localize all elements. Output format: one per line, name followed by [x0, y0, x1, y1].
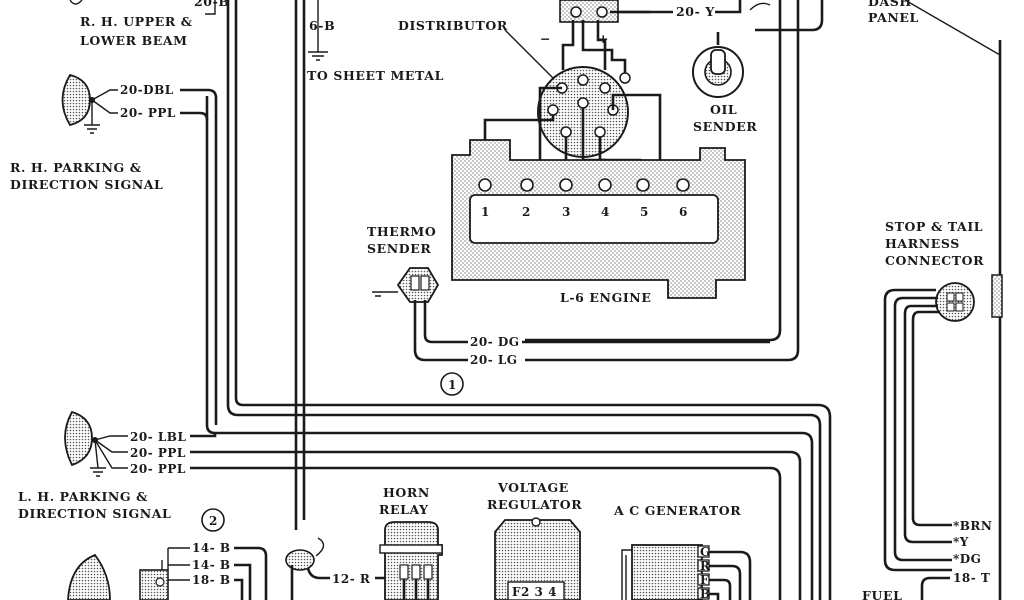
wire-14b-label-2: 14- B: [192, 558, 231, 572]
fuel-label: FUEL: [862, 588, 903, 600]
distributor-label: DISTRIBUTOR: [398, 18, 508, 33]
wire-20b-label: 20-B: [194, 0, 230, 9]
rh-parking-signal: 20-DBL 20- PPL R. H. PARKING & DIRECTION…: [10, 73, 218, 425]
rh-wire-dbl-label: 20-DBL: [120, 83, 174, 97]
wire-18b-label: 18- B: [192, 573, 231, 587]
ground-6b: 6-B TO SHEET METAL: [307, 0, 444, 83]
voltage-regulator-label-1: VOLTAGE: [497, 480, 569, 495]
dash-panel-label-1: DASH: [868, 0, 912, 9]
horn-relay-label-1: HORN: [383, 485, 430, 500]
voltage-regulator: VOLTAGE REGULATOR F2 3 4: [487, 480, 582, 600]
wire-20y-label: 20- Y: [676, 4, 715, 19]
wire-12r-label: 12- R: [332, 572, 371, 586]
horn-relay: HORN RELAY: [379, 485, 443, 600]
thermo-sender: THERMO SENDER 20- DG 20- LG 1: [367, 224, 770, 396]
wire-20dg-label: 20- DG: [470, 335, 520, 349]
cylinder-3-label: 3: [562, 205, 570, 219]
cylinder-2-label: 2: [522, 205, 530, 219]
thermo-sender-label-2: SENDER: [367, 241, 431, 256]
rh-parking-label-2: DIRECTION SIGNAL: [10, 177, 163, 192]
junction-12r: 12- R: [285, 537, 400, 600]
stop-tail-label-2: HARNESS: [885, 236, 960, 251]
harness-dg-label: *DG: [953, 552, 981, 566]
harness-y-label: *Y: [953, 535, 969, 549]
voltage-regulator-label-2: REGULATOR: [487, 497, 582, 512]
rh-upper-lower-beam: 20-B R. H. UPPER & LOWER BEAM: [69, 0, 230, 48]
cylinder-1-label: 1: [481, 205, 489, 219]
stop-tail-label-1: STOP & TAIL: [885, 219, 983, 234]
callout-1-label: 1: [448, 378, 456, 392]
rh-wire-ppl-label: 20- PPL: [120, 106, 176, 120]
gen-terminal-f-label: F: [700, 573, 709, 587]
ground-6b-label: 6-B: [309, 18, 335, 33]
coil-plus-label: +: [598, 31, 609, 46]
lh-headlamp-connection: 2 14- B 14- B 18- B: [67, 508, 268, 600]
oil-sender-label-1: OIL: [710, 102, 737, 117]
lh-parking-label-2: DIRECTION SIGNAL: [18, 506, 171, 521]
cylinder-5-label: 5: [640, 205, 648, 219]
wire-14b-label-1: 14- B: [192, 541, 231, 555]
ac-generator-label: A C GENERATOR: [613, 503, 741, 518]
gen-terminal-b-label: B: [700, 587, 711, 600]
rh-beam-label-2: LOWER BEAM: [80, 33, 188, 48]
wire-20lg-label: 20- LG: [470, 353, 518, 367]
regulator-terminals-label: F2 3 4: [512, 585, 557, 599]
main-harness: [205, 0, 1002, 600]
oil-sender: OIL SENDER: [692, 32, 757, 134]
ac-generator: A C GENERATOR G R F B: [613, 503, 752, 600]
stop-tail-label-3: CONNECTOR: [885, 253, 984, 268]
cylinder-6-label: 6: [679, 205, 687, 219]
gen-terminal-g-label: G: [700, 545, 711, 559]
l6-engine: 1 2 3 4 5 6 L-6 ENGINE: [451, 139, 746, 305]
horn-relay-label-2: RELAY: [379, 502, 429, 517]
thermo-sender-label-1: THERMO: [367, 224, 436, 239]
callout-2-label: 2: [209, 514, 217, 528]
coil-minus-label: −: [540, 31, 551, 46]
harness-18t-label: 18- T: [953, 571, 990, 585]
oil-sender-label-2: SENDER: [693, 119, 757, 134]
lh-parking-signal: 20- LBL 20- PPL 20- PPL L. H. PARKING & …: [18, 410, 802, 600]
lh-wire-lbl-label: 20- LBL: [130, 430, 186, 444]
to-sheet-metal-label: TO SHEET METAL: [307, 68, 444, 83]
rh-parking-label-1: R. H. PARKING &: [10, 160, 142, 175]
lh-parking-label-1: L. H. PARKING &: [18, 489, 148, 504]
cylinder-4-label: 4: [601, 205, 609, 219]
lh-wire-ppl-label-2: 20- PPL: [130, 462, 186, 476]
lh-wire-ppl-label-1: 20- PPL: [130, 446, 186, 460]
gen-terminal-r-label: R: [700, 559, 711, 573]
rh-beam-label-1: R. H. UPPER &: [80, 14, 193, 29]
distributor: DISTRIBUTOR 20- Y − +: [398, 0, 771, 181]
harness-brn-label: *BRN: [953, 519, 992, 533]
dash-panel-label-2: PANEL: [868, 10, 919, 25]
engine-label: L-6 ENGINE: [560, 290, 651, 305]
stop-tail-harness-connector: STOP & TAIL HARNESS CONNECTOR *BRN *Y *D…: [862, 219, 1003, 600]
